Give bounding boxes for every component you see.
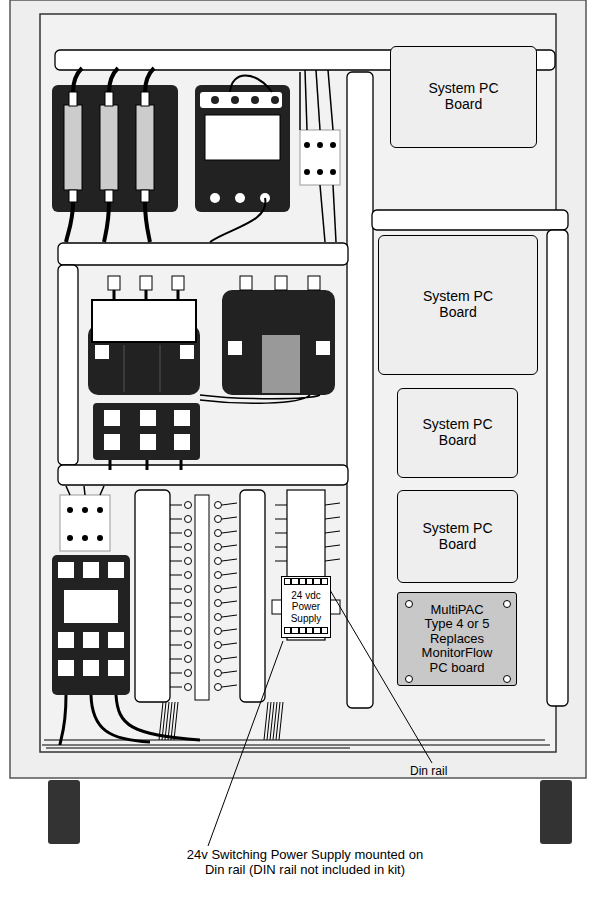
mounting-hole	[503, 600, 511, 608]
terminal	[299, 578, 306, 585]
mounting-hole	[503, 675, 511, 683]
callout-label: Din rail	[410, 765, 480, 779]
board-label: System PC Board	[418, 289, 498, 320]
board-label: System PC Board	[424, 81, 504, 112]
terminal-block	[93, 395, 320, 470]
wire-bundle	[42, 740, 550, 748]
transformer	[88, 276, 200, 395]
terminal	[321, 578, 328, 585]
pc-board: System PC Board	[397, 388, 518, 478]
terminal	[291, 578, 298, 585]
pc-board: System PC Board	[390, 46, 537, 148]
fuse-block	[52, 68, 178, 242]
leader-line	[208, 641, 283, 846]
back-panel	[40, 14, 556, 752]
terminal	[306, 627, 313, 634]
terminal	[299, 627, 306, 634]
terminal	[321, 627, 328, 634]
board-label: MultiPAC Type 4 or 5 Replaces MonitorFlo…	[415, 603, 499, 676]
cabinet	[10, 0, 586, 778]
pc-board: System PC Board	[378, 235, 538, 375]
contactor	[195, 76, 290, 243]
callout-label: 24v Switching Power Supply mounted on Di…	[180, 848, 430, 878]
foot	[540, 780, 572, 844]
board-label: System PC Board	[418, 417, 498, 448]
terminal	[284, 627, 291, 634]
power-supply: 24 vdc Power Supply	[281, 576, 331, 638]
foot	[48, 780, 80, 844]
pc-board: System PC Board	[397, 490, 518, 583]
terminal	[284, 578, 291, 585]
board-label: 24 vdc Power Supply	[283, 590, 329, 624]
terminal	[306, 578, 313, 585]
multipac-board: MultiPAC Type 4 or 5 Replaces MonitorFlo…	[397, 592, 517, 686]
terminal	[313, 627, 320, 634]
transformer	[222, 276, 335, 395]
terminal-row	[284, 578, 328, 585]
terminal	[291, 627, 298, 634]
motor-starter	[52, 486, 200, 745]
board-label: System PC Board	[418, 521, 498, 552]
mounting-hole	[405, 675, 413, 683]
mounting-hole	[405, 600, 413, 608]
terminal	[313, 578, 320, 585]
terminal-row	[284, 627, 328, 634]
terminal-block	[300, 70, 340, 242]
